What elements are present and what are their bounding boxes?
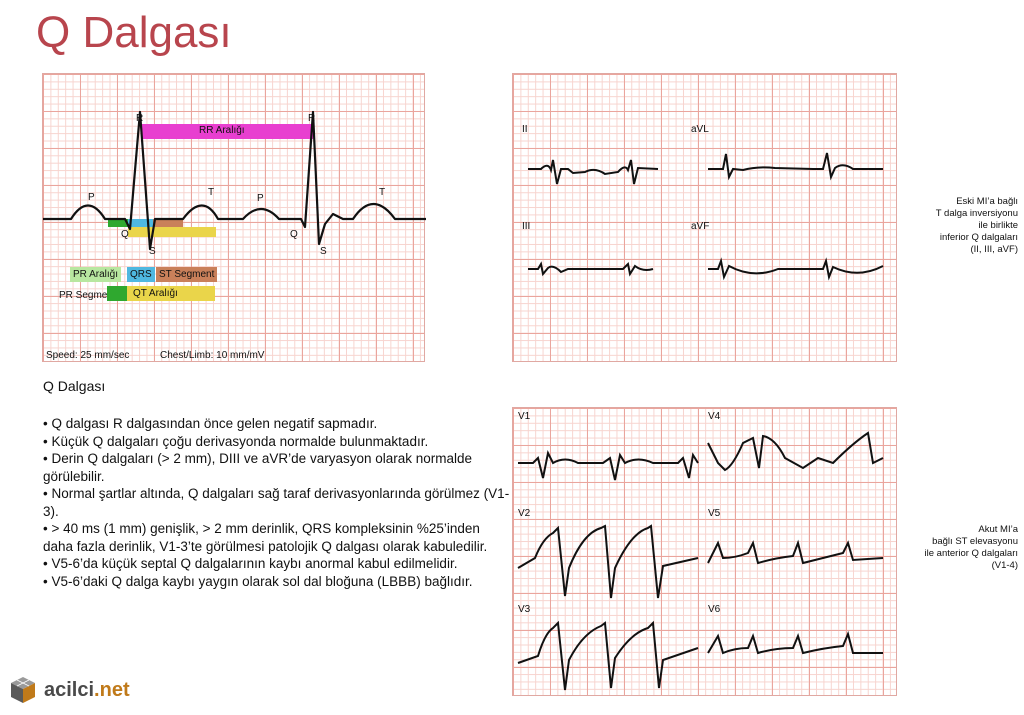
wave-label-r1: R bbox=[136, 113, 144, 124]
main-ecg-trace bbox=[43, 110, 426, 251]
lead-label-v2: V2 bbox=[518, 508, 531, 519]
qrs-band bbox=[128, 219, 153, 227]
inferior-note-line: (II, III, aVF) bbox=[970, 244, 1018, 255]
inferior-note-line: inferior Q dalgaları bbox=[939, 232, 1018, 243]
anterior-note-line: ile anterior Q dalgaları bbox=[924, 548, 1018, 559]
lead-label-avf: aVF bbox=[691, 221, 710, 232]
inferior-note-line: ile birlikte bbox=[978, 220, 1018, 231]
legend-qt-interval: QT Aralığı bbox=[127, 286, 215, 301]
wave-label-q2: Q bbox=[290, 229, 298, 240]
wave-label-q1: Q bbox=[121, 229, 129, 240]
lead-label-v6: V6 bbox=[708, 604, 721, 615]
anterior-note-line: (V1-4) bbox=[991, 560, 1018, 571]
inferior-leads-ecg: II aVL III aVF bbox=[512, 73, 897, 362]
inferior-note-line: Eski MI’a bağlı bbox=[956, 196, 1018, 207]
inferior-note: Eski MI’a bağlı T dalga inversiyonu ile … bbox=[888, 196, 1018, 256]
speed-label: Speed: 25 mm/sec bbox=[46, 350, 130, 361]
logo-text-b: .net bbox=[94, 679, 130, 701]
site-logo[interactable]: acilci.net bbox=[8, 675, 130, 707]
inferior-leads-trace bbox=[528, 152, 884, 281]
wave-label-s1: S bbox=[149, 246, 156, 257]
legend-pr-segment: PR Segment bbox=[59, 290, 116, 301]
wave-label-p1: P bbox=[88, 192, 95, 203]
st-segment-band bbox=[153, 219, 183, 227]
bullet-item: • Q dalgası R dalgasından önce gelen neg… bbox=[43, 416, 378, 431]
lead-label-v4: V4 bbox=[708, 411, 721, 422]
rr-interval-label: RR Aralığı bbox=[199, 125, 245, 136]
bullet-item: • Normal şartlar altında, Q dalgaları sa… bbox=[43, 486, 510, 519]
logo-text: acilci.net bbox=[44, 679, 130, 702]
anterior-leads-ecg: V1 V4 V2 V5 V3 V6 bbox=[512, 407, 897, 696]
lead-label-avl: aVL bbox=[691, 124, 709, 135]
section-title: Q Dalgası bbox=[43, 378, 106, 394]
anterior-leads-trace bbox=[517, 431, 884, 691]
wave-label-t2: T bbox=[379, 187, 386, 198]
anterior-note-line: bağlı ST elevasyonu bbox=[932, 536, 1018, 547]
legend-st-segment: ST Segment bbox=[156, 267, 218, 282]
wave-label-r2: R bbox=[308, 113, 316, 124]
bullet-list: • Q dalgası R dalgasından önce gelen neg… bbox=[43, 415, 513, 590]
bullet-item: • Küçük Q dalgaları çoğu derivasyonda no… bbox=[43, 433, 429, 449]
qt-interval-band bbox=[128, 227, 216, 237]
legend-qrs: QRS bbox=[127, 267, 155, 282]
lead-label-v1: V1 bbox=[518, 411, 531, 422]
bullet-item: • V5-6’daki Q dalga kaybı yaygın olarak … bbox=[43, 573, 473, 589]
lead-label-ii: II bbox=[522, 124, 528, 135]
wave-label-t1: T bbox=[208, 187, 215, 198]
bullet-item: • Derin Q dalgaları (> 2 mm), DIII ve aV… bbox=[43, 451, 473, 484]
cube-logo-icon bbox=[11, 677, 35, 703]
logo-text-a: acilci bbox=[44, 679, 95, 701]
lead-label-iii: III bbox=[522, 221, 531, 232]
gain-label: Chest/Limb: 10 mm/mV bbox=[160, 350, 265, 361]
rr-interval-band bbox=[141, 124, 313, 139]
anterior-note-line: Akut MI’a bbox=[978, 524, 1018, 535]
wave-label-s2: S bbox=[320, 246, 327, 257]
lead-label-v3: V3 bbox=[518, 604, 531, 615]
lead-label-v5: V5 bbox=[708, 508, 721, 519]
legend-pr-interval: PR Aralığı bbox=[70, 267, 122, 282]
anterior-note: Akut MI’a bağlı ST elevasyonu ile anteri… bbox=[894, 524, 1018, 572]
bullet-item: • > 40 ms (1 mm) genişlik, > 2 mm derinl… bbox=[43, 521, 488, 554]
pr-segment-band bbox=[108, 219, 128, 227]
bullet-item: • V5-6’da küçük septal Q dalgalarının ka… bbox=[43, 556, 458, 571]
legend-pr-segment-swatch bbox=[107, 286, 127, 301]
inferior-note-line: T dalga inversiyonu bbox=[935, 208, 1018, 219]
wave-label-p2: P bbox=[257, 193, 264, 204]
main-ecg-diagram: RR Aralığı R R P T P T Q S Q S PR Aralığ… bbox=[42, 73, 426, 362]
page-title: Q Dalgası bbox=[36, 8, 232, 57]
